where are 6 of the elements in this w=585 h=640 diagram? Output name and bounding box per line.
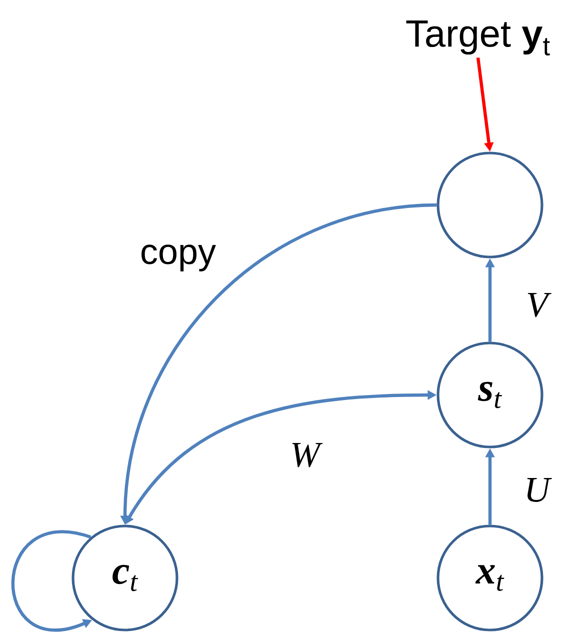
- edge-label: U: [523, 477, 552, 503]
- target-label: Target y$_{t}$: [406, 20, 550, 56]
- state-circle: [436, 152, 544, 258]
- edge-label: W: [289, 442, 323, 468]
- edge-label: copy: [138, 244, 218, 272]
- edge-label: V: [525, 292, 552, 318]
